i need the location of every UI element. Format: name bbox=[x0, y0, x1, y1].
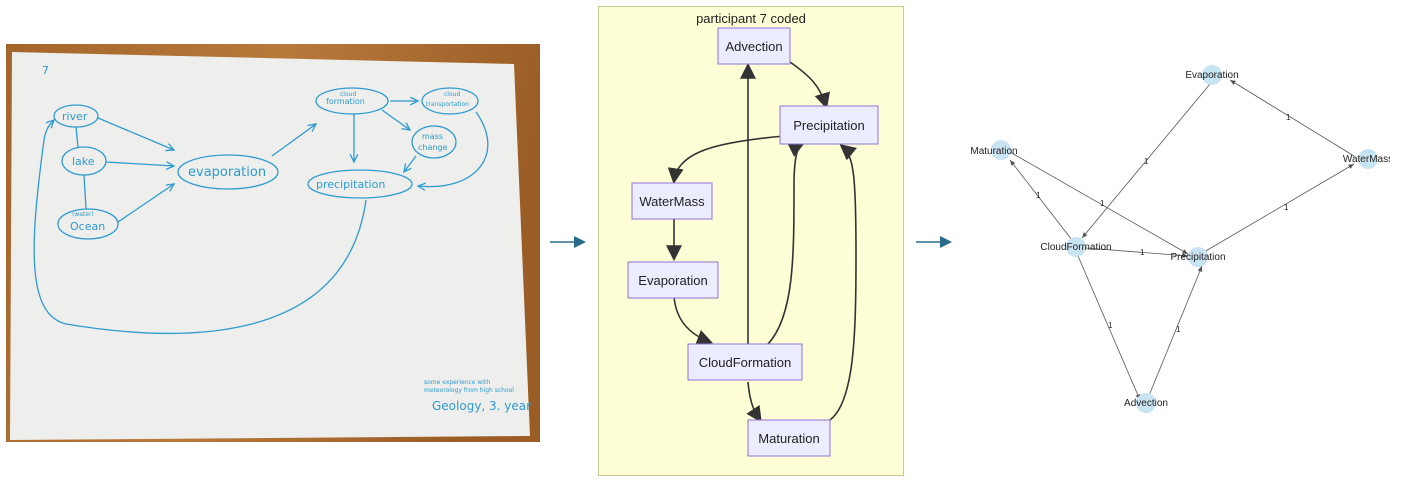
edge-weight-label: 1 bbox=[1140, 248, 1145, 257]
hand-node-water: (water) bbox=[72, 211, 94, 218]
hand-note-line-1: some experience with bbox=[424, 379, 490, 386]
coded-flowchart: participant 7 coded Advection Precipitat… bbox=[598, 6, 904, 476]
svg-text:Maturation: Maturation bbox=[758, 431, 819, 446]
hand-node-ocean: Ocean bbox=[70, 220, 105, 233]
graph-edge-cloudformation-advection bbox=[1077, 255, 1141, 401]
edge-weight-label: 1 bbox=[1284, 203, 1289, 212]
hand-node-precipitation: precipitation bbox=[316, 178, 385, 191]
node-precipitation: Precipitation bbox=[779, 105, 879, 145]
diagram-background bbox=[598, 6, 904, 476]
svg-text:CloudFormation: CloudFormation bbox=[1040, 242, 1111, 253]
hand-node-mass-change-1: mass bbox=[422, 132, 443, 141]
edge-evaporation-cloudformation bbox=[673, 295, 713, 345]
hand-node-river: river bbox=[62, 110, 88, 123]
hand-drawn-concept-map-photo: 7 river lake (water) Ocean evaporation c… bbox=[6, 44, 540, 442]
edge-cloudformation-maturation bbox=[746, 381, 762, 423]
hand-node-evaporation: evaporation bbox=[188, 165, 266, 180]
graph-edge-evaporation-cloudformation bbox=[1081, 83, 1211, 239]
flow-arrow-icon bbox=[914, 232, 954, 252]
edge-weight-label: 1 bbox=[1100, 199, 1105, 208]
svg-text:WaterMass: WaterMass bbox=[1343, 154, 1390, 165]
svg-text:Evaporation: Evaporation bbox=[638, 273, 707, 288]
svg-text:CloudFormation: CloudFormation bbox=[699, 355, 792, 370]
svg-text:Advection: Advection bbox=[725, 39, 782, 54]
graph-node-cloudformation: CloudFormation bbox=[1040, 237, 1112, 257]
graph-edge-watermass-evaporation bbox=[1229, 79, 1355, 157]
edge-weight-label: 1 bbox=[1108, 321, 1113, 330]
edge-cloudformation-precipitation bbox=[767, 142, 805, 345]
hand-node-cloud-formation-2: formation bbox=[326, 97, 365, 106]
graph-node-precipitation: Precipitation bbox=[1170, 247, 1226, 267]
hand-node-cloud-formation-1: cloud bbox=[340, 91, 356, 98]
network-graph: 1 1 1 1 1 1 1 1 Evaporation Maturation W… bbox=[950, 60, 1393, 430]
svg-text:Evaporation: Evaporation bbox=[1185, 70, 1238, 81]
svg-text:WaterMass: WaterMass bbox=[639, 194, 705, 209]
edge-maturation-precipitation bbox=[829, 143, 857, 421]
node-watermass: WaterMass bbox=[631, 182, 713, 220]
hand-node-lake: lake bbox=[72, 155, 95, 168]
edge-weight-label: 1 bbox=[1176, 325, 1181, 334]
graph-edge-precipitation-watermass bbox=[1203, 163, 1355, 253]
svg-text:Precipitation: Precipitation bbox=[793, 118, 865, 133]
diagram-title: participant 7 coded bbox=[696, 11, 806, 26]
graph-edge-maturation-precipitation bbox=[1009, 151, 1189, 255]
svg-text:Advection: Advection bbox=[1124, 398, 1168, 409]
hand-note-line-3: Geology, 3. year bbox=[432, 399, 531, 413]
hand-node-mass-change-2: change bbox=[418, 143, 448, 152]
hand-node-cloud-transport-2: transportation bbox=[426, 101, 469, 108]
edge-weight-label: 1 bbox=[1286, 113, 1291, 122]
svg-text:Maturation: Maturation bbox=[970, 146, 1017, 157]
graph-edge-cloudformation-maturation bbox=[1009, 159, 1073, 241]
graph-edge-advection-precipitation bbox=[1147, 265, 1203, 399]
node-evaporation: Evaporation bbox=[627, 261, 719, 299]
hand-node-cloud-transport-1: cloud bbox=[444, 91, 460, 98]
graph-node-advection: Advection bbox=[1124, 393, 1168, 413]
hand-note-line-2: meteorology from high school bbox=[424, 387, 514, 394]
participant-marker: 7 bbox=[42, 64, 49, 77]
graph-node-maturation: Maturation bbox=[970, 140, 1018, 160]
edge-weight-label: 1 bbox=[1036, 191, 1041, 200]
node-maturation: Maturation bbox=[747, 419, 831, 457]
graph-node-watermass: WaterMass bbox=[1343, 149, 1393, 169]
edge-advection-precipitation bbox=[789, 61, 830, 110]
graph-node-evaporation: Evaporation bbox=[1185, 65, 1239, 85]
flow-arrow-icon bbox=[548, 232, 588, 252]
svg-text:Precipitation: Precipitation bbox=[1170, 252, 1225, 263]
node-advection: Advection bbox=[717, 27, 791, 65]
node-cloudformation: CloudFormation bbox=[687, 343, 803, 381]
edge-weight-label: 1 bbox=[1144, 157, 1149, 166]
edge-precipitation-watermass bbox=[667, 135, 785, 185]
graph-edge-cloudformation-precipitation bbox=[1085, 247, 1189, 258]
paper-sheet bbox=[10, 52, 530, 440]
